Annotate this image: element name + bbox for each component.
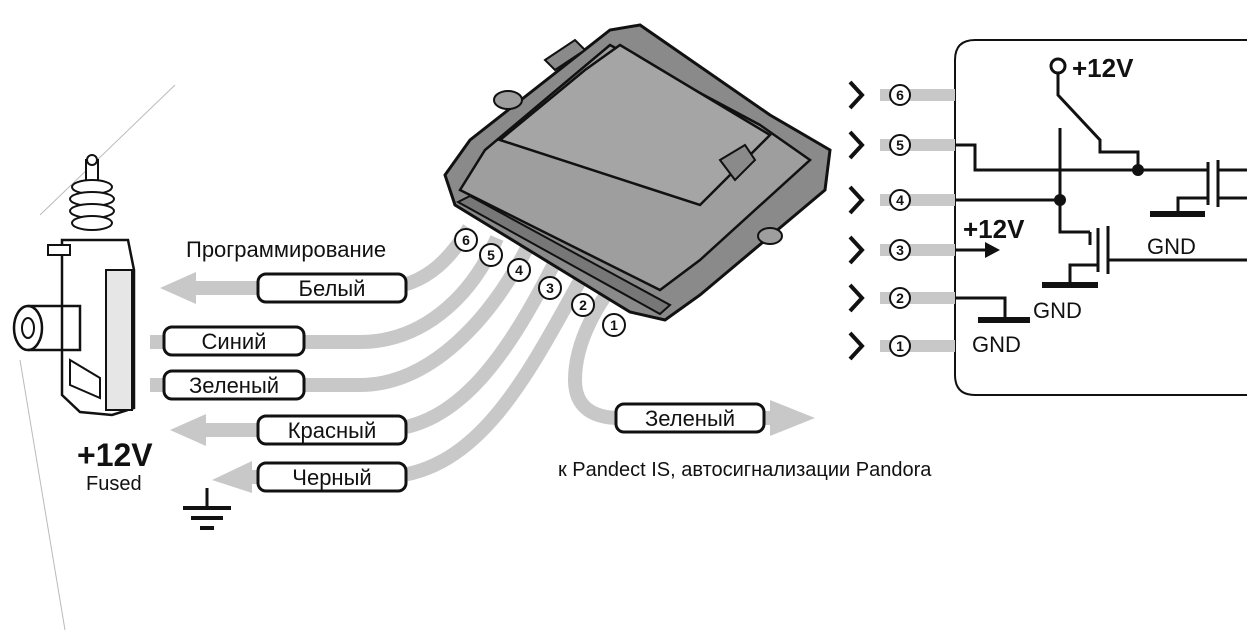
svg-text:3: 3 (546, 280, 554, 296)
svg-text:1: 1 (610, 317, 618, 333)
svg-text:2: 2 (896, 290, 904, 306)
pin-badge-2: 2 (571, 293, 595, 317)
gnd-label-1: GND (1147, 234, 1196, 259)
svg-text:5: 5 (896, 137, 904, 153)
ground-symbol (183, 488, 231, 530)
wire-4-green (150, 244, 534, 392)
pin-badges-left: 6 5 4 3 2 1 (454, 228, 626, 337)
schematic-pin-5: 5 (848, 130, 955, 160)
wire-1-green (567, 275, 770, 425)
schematic-panel: 6 5 4 3 (848, 39, 1247, 396)
schematic-pin-2: 2 (848, 283, 955, 313)
schematic-pins: 6 5 4 3 (848, 80, 955, 361)
schematic-pin-6: 6 (848, 80, 955, 110)
schematic-circuit: +12V GND GND (955, 53, 1247, 357)
svg-text:Белый: Белый (299, 276, 366, 301)
wire-arrow-left (212, 461, 252, 493)
wire-label-red: Красный (256, 414, 408, 446)
programming-label: Программирование (186, 237, 386, 262)
gnd-label-2: GND (1033, 298, 1082, 323)
wire-arrow-left (170, 414, 206, 446)
wire-arrow-left (160, 272, 196, 304)
schematic-pin-4: 4 (848, 185, 955, 215)
schematic-pin-1: 1 (848, 331, 955, 361)
fused-label: Fused (86, 473, 142, 495)
svg-text:1: 1 (896, 338, 904, 354)
svg-text:Синий: Синий (202, 329, 267, 354)
svg-text:Красный: Красный (288, 418, 377, 443)
wire-label-black: Черный (256, 461, 408, 493)
wire-label-white: Белый (256, 272, 408, 304)
pin-badge-5: 5 (479, 243, 503, 267)
door-outline-line (19, 359, 66, 631)
pin-badge-3: 3 (538, 276, 562, 300)
svg-text:4: 4 (896, 192, 904, 208)
wire-label-green-out: Зеленый (614, 402, 766, 434)
gnd-label-3: GND (972, 332, 1021, 357)
wire-arrow-right (770, 400, 815, 436)
svg-text:2: 2 (579, 297, 587, 313)
svg-text:Черный: Черный (292, 465, 371, 490)
door-lock-actuator (12, 154, 136, 417)
power-label: +12V (77, 437, 153, 473)
schematic-supply-label: +12V (1072, 53, 1134, 83)
svg-text:Зеленый: Зеленый (645, 406, 735, 431)
door-outline-line (39, 84, 176, 216)
svg-text:5: 5 (487, 247, 495, 263)
pin-badge-4: 4 (507, 258, 531, 282)
svg-text:6: 6 (896, 87, 904, 103)
pin-badge-6: 6 (454, 228, 478, 252)
pin3-supply-label: +12V (963, 214, 1025, 244)
wire-labels: Белый Синий Зеленый Красный Черный Зелен… (162, 272, 766, 493)
destination-label: к Pandect IS, автосигнализации Pandora (558, 459, 932, 481)
wire-label-green: Зеленый (162, 369, 306, 401)
svg-text:Зеленый: Зеленый (189, 373, 279, 398)
control-module (443, 23, 832, 322)
svg-text:3: 3 (896, 242, 904, 258)
schematic-pin-3: 3 (848, 235, 955, 265)
pin-badge-1: 1 (602, 313, 626, 337)
wire-label-blue: Синий (162, 325, 306, 357)
svg-text:6: 6 (462, 232, 470, 248)
svg-text:4: 4 (515, 262, 523, 278)
